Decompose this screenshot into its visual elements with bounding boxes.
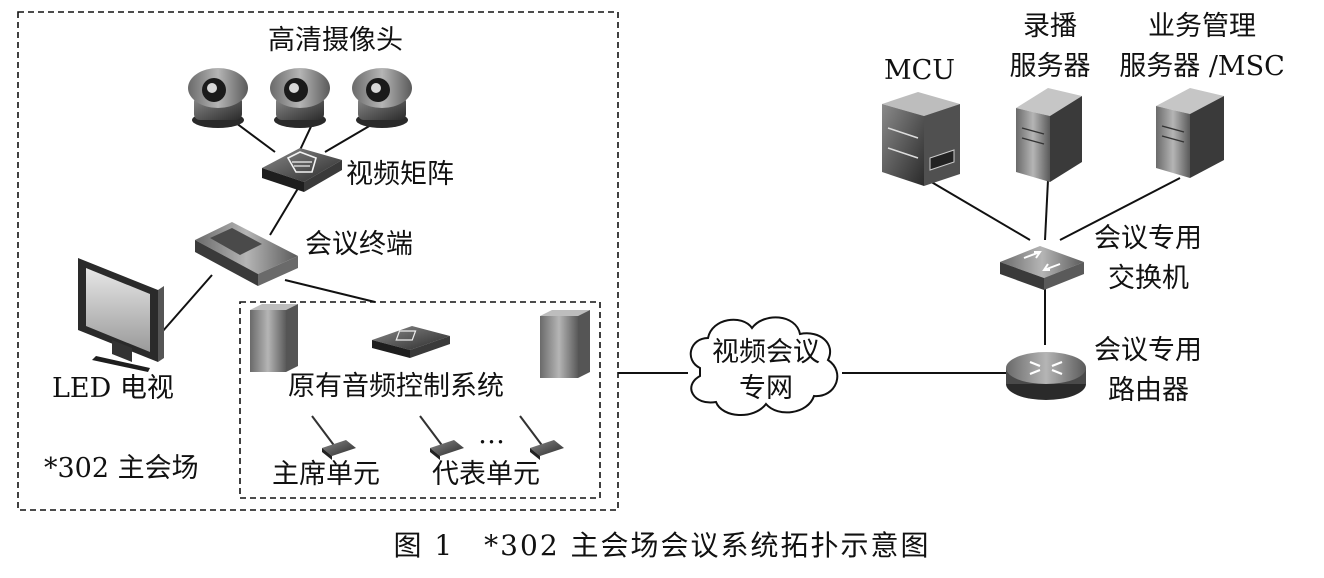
cloud-label-line2: 专网 [739, 373, 793, 404]
mcu-label: MCU [884, 55, 956, 86]
connection-lines [154, 117, 1181, 374]
led-tv-icon [78, 258, 164, 372]
conference-terminal-label: 会议终端 [305, 229, 413, 260]
main-venue-boundary [17, 11, 619, 511]
router-label-line2: 路由器 [1108, 375, 1189, 406]
management-server-label-line2: 服务器 /MSC [1119, 51, 1285, 82]
camera-icon [188, 68, 248, 128]
delegate-unit-label: 代表单元 [432, 459, 540, 490]
camera-icon [270, 68, 330, 128]
camera-icon [352, 68, 412, 128]
speaker-icon [540, 310, 590, 378]
main-venue-label: *302 主会场 [44, 453, 199, 484]
cloud-icon [689, 316, 839, 417]
audio-system-label: 原有音频控制系统 [288, 371, 504, 402]
switch-label-line1: 会议专用 [1094, 223, 1202, 254]
switch-label-line2: 交换机 [1108, 263, 1189, 294]
mcu-server-icon [882, 92, 960, 186]
speaker-icon [250, 304, 298, 372]
router-label-line1: 会议专用 [1094, 335, 1202, 366]
router-icon [1006, 352, 1086, 400]
microphone-icon [519, 415, 564, 460]
audio-system-boundary [239, 301, 601, 499]
microphone-icon [419, 415, 464, 460]
ellipsis-label: … [478, 419, 505, 450]
management-server-icon [1156, 88, 1224, 178]
recording-server-label-line2: 服务器 [1009, 51, 1091, 82]
led-tv-label: LED 电视 [52, 373, 174, 404]
audio-processor-icon [372, 326, 450, 358]
hd-camera-label: 高清摄像头 [268, 25, 403, 56]
recording-server-label-line1: 录播 [1023, 11, 1077, 42]
figure-caption: 图 1 *302 主会场会议系统拓扑示意图 [393, 529, 931, 562]
video-matrix-label: 视频矩阵 [346, 159, 454, 190]
chair-unit-label: 主席单元 [272, 459, 380, 490]
conference-terminal-icon [195, 222, 298, 286]
network-switch-icon [1000, 246, 1084, 290]
microphone-icon [311, 415, 356, 460]
video-matrix-icon [262, 148, 342, 192]
recording-server-icon [1016, 88, 1082, 182]
cloud-label-line1: 视频会议 [712, 337, 820, 368]
management-server-label-line1: 业务管理 [1148, 11, 1256, 42]
